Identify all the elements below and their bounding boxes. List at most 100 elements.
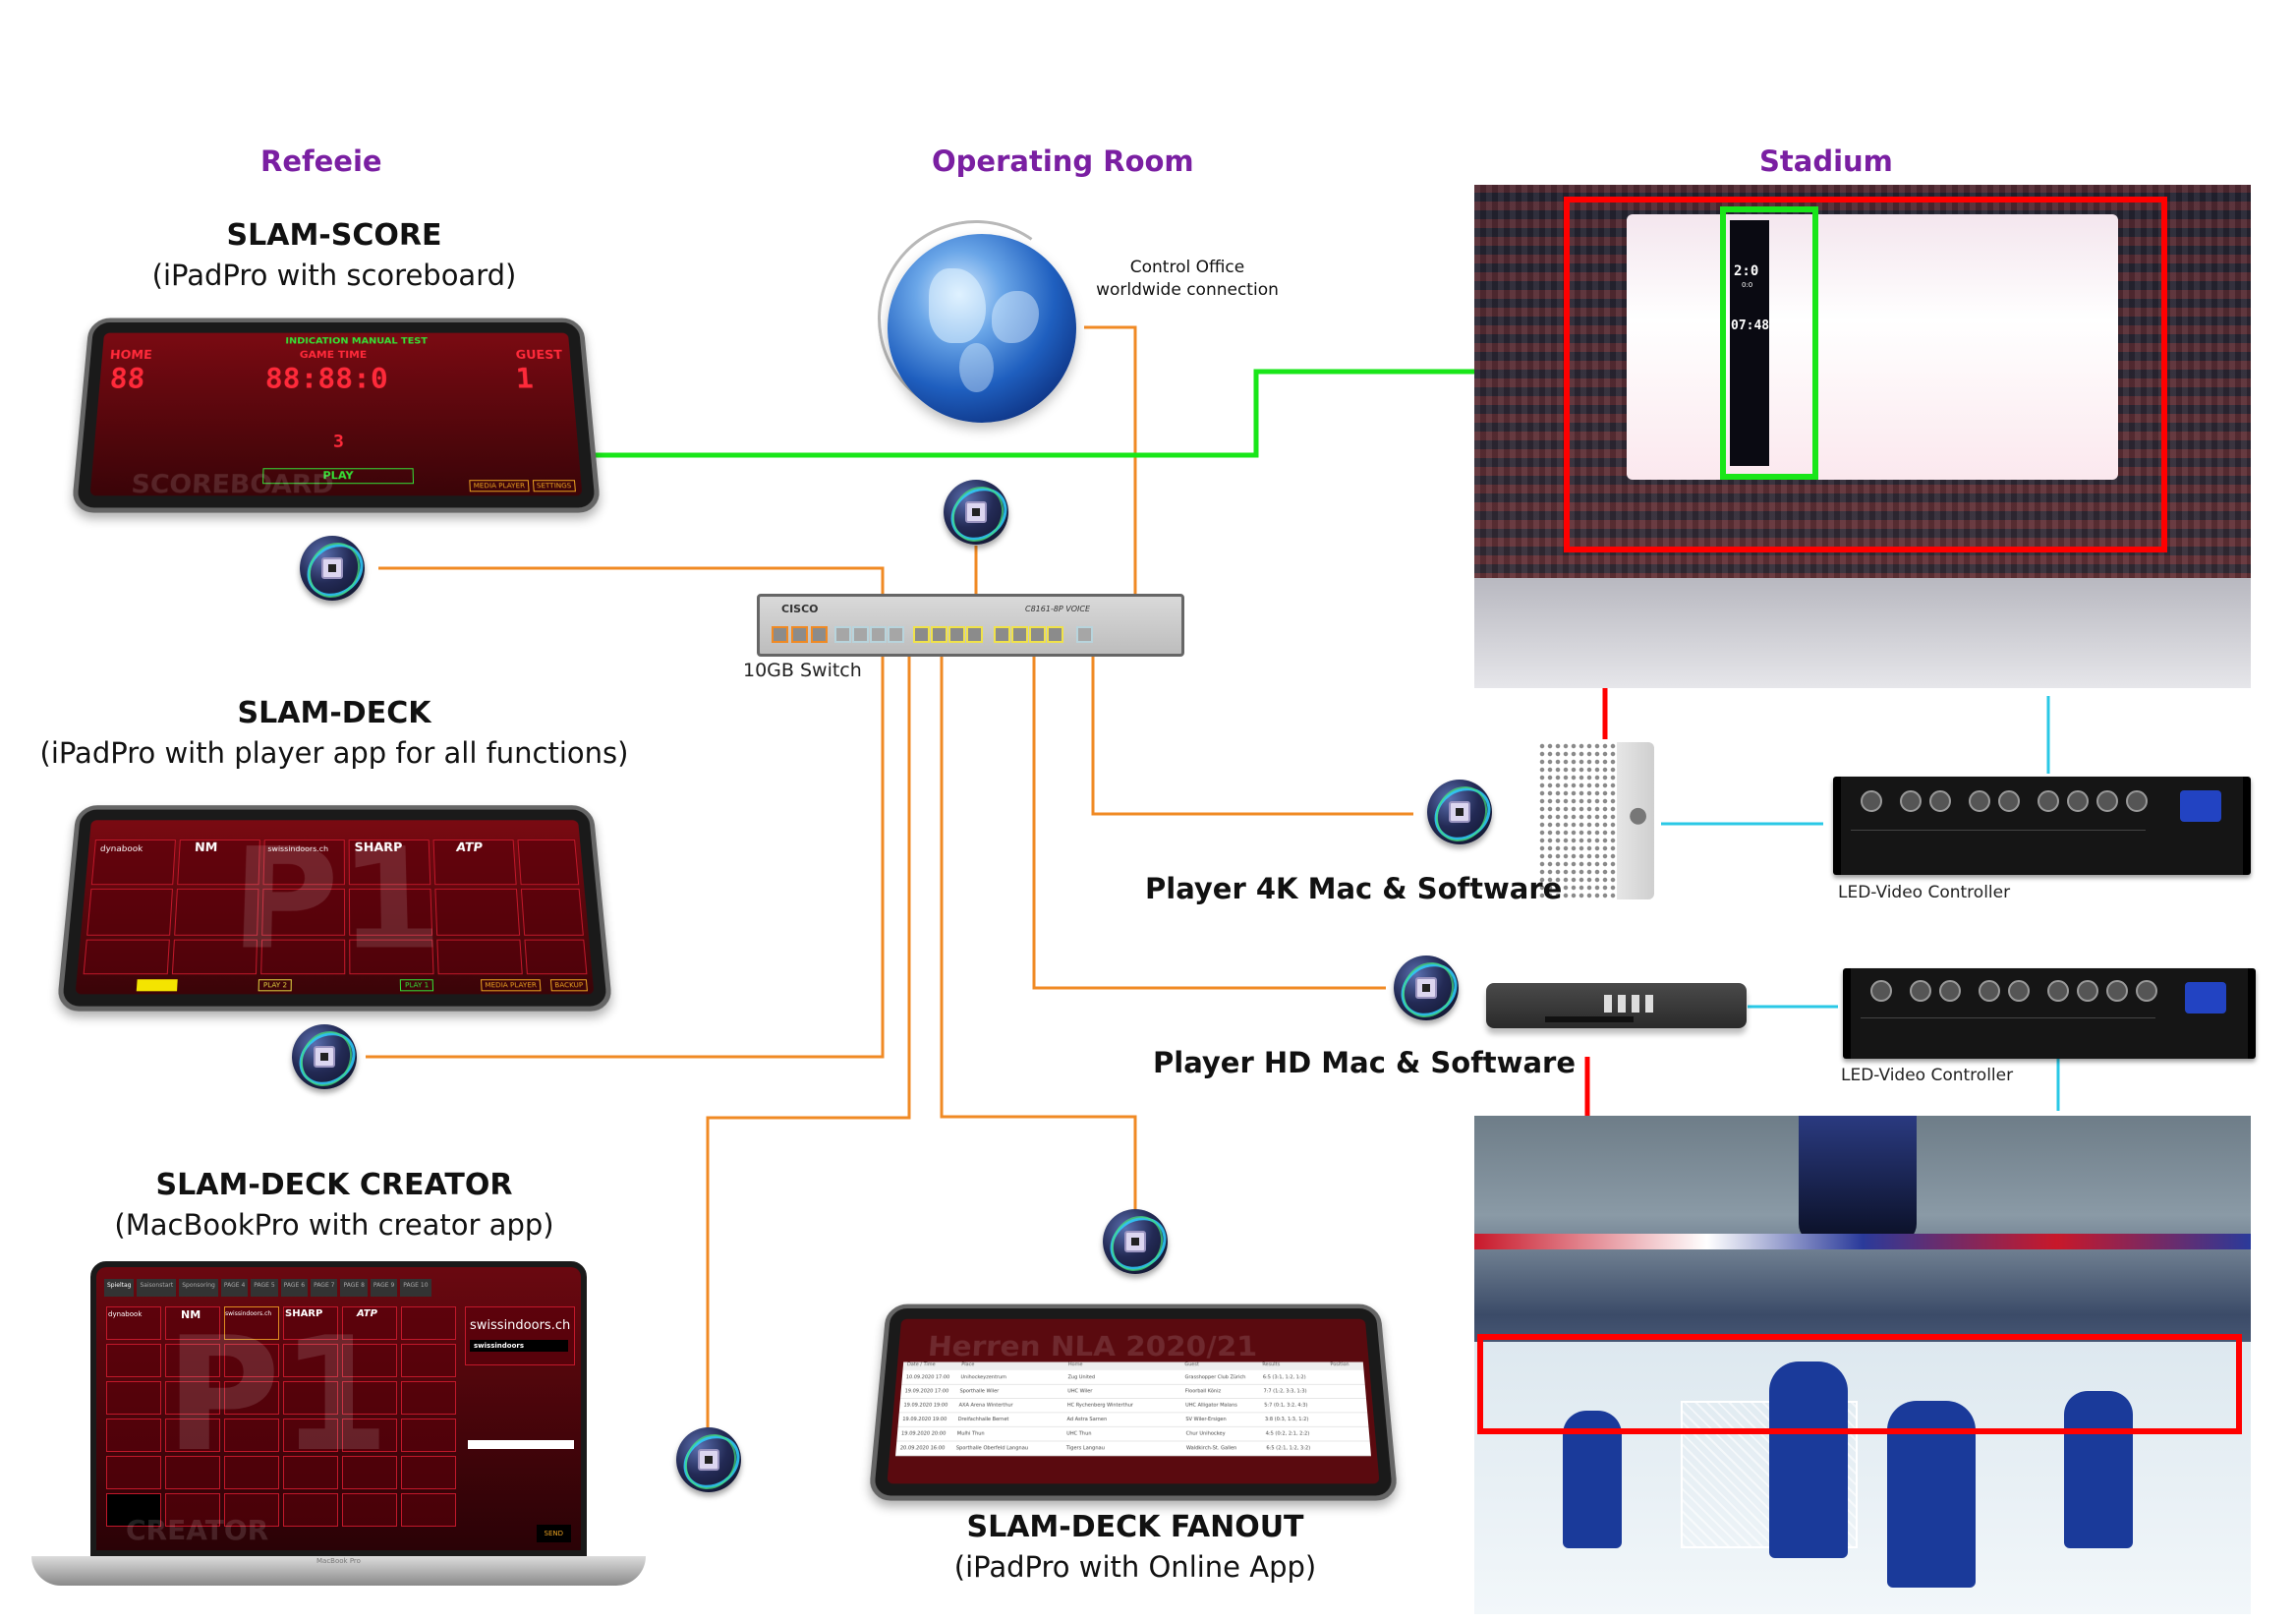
switch-brand: CISCO: [781, 603, 819, 615]
deck-footer-button[interactable]: BACKUP: [549, 979, 588, 992]
media-player-button[interactable]: MEDIA PLAYER: [469, 480, 530, 492]
cable-creator-to-switch: [706, 657, 911, 1460]
creator-preview-title: swissindoors.ch: [470, 1318, 571, 1333]
network-switch: CISCO C8161-8P VOICE: [757, 594, 1184, 657]
mac-pro-computer: [1538, 742, 1617, 899]
deck-tile[interactable]: dynabook: [99, 844, 144, 854]
slam-score-ipad[interactable]: INDICATION MANUAL TEST HOME GAME TIME GU…: [71, 318, 602, 513]
creator-watermark-p1: P1: [165, 1303, 390, 1486]
table-cell: Chur Unihockey: [1185, 1430, 1226, 1437]
deck-watermark: P1: [227, 820, 445, 983]
creator-tile[interactable]: ATP: [357, 1308, 377, 1319]
game-time-label: GAME TIME: [299, 348, 368, 361]
table-cell: 5:7 (0:1, 3:2, 4:3): [1264, 1402, 1308, 1409]
macbook-screen[interactable]: Spieltag Saisonstart Sponsoring PAGE 4 P…: [90, 1261, 587, 1556]
scoreboard-watermark: SCOREBOARD: [130, 470, 334, 496]
table-cell: Dreifachhalle Bernet: [957, 1417, 1009, 1422]
switch-label: 10GB Switch: [743, 660, 862, 681]
fanout-caption: SLAM-DECK FANOUT (iPadPro with Online Ap…: [909, 1510, 1361, 1584]
send-button[interactable]: SEND: [536, 1525, 571, 1542]
creator-tabs: Spieltag Saisonstart Sponsoring PAGE 4 P…: [104, 1279, 573, 1297]
creator-preview-sub: swissindoors: [470, 1340, 568, 1352]
videowall-screen: [1627, 214, 2118, 480]
creator-tile[interactable]: dynabook: [108, 1310, 143, 1318]
creator-tab[interactable]: PAGE 4: [220, 1279, 249, 1297]
creator-tab[interactable]: PAGE 10: [400, 1279, 431, 1297]
creator-tab[interactable]: PAGE 8: [340, 1279, 368, 1297]
guest-label: GUEST: [515, 348, 563, 363]
game-time: 88:88:0: [264, 363, 389, 395]
creator-tile[interactable]: swissindoors.ch: [225, 1310, 272, 1317]
table-cell: Floorball Köniz: [1184, 1388, 1222, 1395]
table-cell: 20.09.2020 16:00: [899, 1445, 946, 1452]
creator-tile[interactable]: SHARP: [285, 1308, 323, 1319]
table-cell: Tigers Langnau: [1065, 1445, 1105, 1452]
home-score: 88: [108, 363, 146, 395]
slam-deck-ipad[interactable]: dynabook NM swissindoors.ch SHARP ATP P1…: [56, 805, 613, 1012]
creator-field[interactable]: [468, 1440, 574, 1449]
settings-button[interactable]: SETTINGS: [532, 480, 576, 492]
table-cell: 6:5 (3:1, 1:2, 1:2): [1262, 1374, 1306, 1381]
globe-icon: [888, 234, 1076, 423]
control-office-line1: Control Office: [1129, 258, 1245, 277]
table-cell: 19.09.2020 20:00: [900, 1430, 947, 1437]
section-label-stadium: Stadium: [1759, 145, 1893, 178]
column-header: Position: [1330, 1361, 1349, 1368]
slam-deck-caption: SLAM-DECK (iPadPro with player app for a…: [20, 696, 649, 770]
creator-tab[interactable]: Spieltag: [104, 1279, 135, 1297]
control-office-line2: worldwide connection: [1096, 280, 1279, 300]
creator-watermark: CREATOR: [126, 1514, 269, 1546]
column-header: Home: [1067, 1361, 1083, 1368]
cable-score-to-switch: [378, 566, 885, 594]
fanout-title: SLAM-DECK FANOUT: [966, 1510, 1304, 1544]
network-jack-icon: [676, 1427, 741, 1492]
column-header: Date / Time: [906, 1361, 936, 1368]
ribbon-board-highlight: [1477, 1334, 2242, 1434]
deck-footer-button[interactable]: PLAY 1: [399, 979, 434, 992]
column-header: Results: [1262, 1361, 1281, 1368]
creator-tab[interactable]: PAGE 6: [280, 1279, 309, 1297]
slam-score-caption: SLAM-SCORE (iPadPro with scoreboard): [88, 218, 580, 292]
creator-tile[interactable]: NM: [181, 1308, 201, 1321]
column-header: Place: [961, 1361, 975, 1368]
hdmi-cables: [1661, 696, 2060, 1111]
table-cell: SV Wiler-Ersigen: [1185, 1417, 1227, 1422]
deck-screen: dynabook NM swissindoors.ch SHARP ATP P1…: [75, 820, 595, 995]
creator-caption: SLAM-DECK CREATOR (MacBookPro with creat…: [29, 1168, 639, 1242]
led-controller-label: LED-Video Controller: [1838, 883, 2011, 902]
deck-tile[interactable]: ATP: [456, 840, 484, 855]
cable-office-to-switch: [1084, 325, 1137, 594]
table-cell: AXA Arena Winterthur: [958, 1402, 1013, 1409]
deck-active-slot[interactable]: [136, 979, 178, 992]
table-cell: Grasshopper Club Zürich: [1184, 1374, 1246, 1381]
ethernet-cables: [366, 325, 1413, 1460]
deck-footer-button[interactable]: MEDIA PLAYER: [480, 979, 542, 992]
deck-footer-button[interactable]: PLAY 2: [258, 979, 293, 992]
table-cell: 19.09.2020 19:00: [903, 1402, 948, 1409]
deck-tile[interactable]: NM: [194, 840, 218, 855]
cable-hd-to-switch: [1032, 657, 1386, 990]
slam-score-subtitle: (iPadPro with scoreboard): [151, 259, 517, 292]
creator-tab[interactable]: PAGE 9: [370, 1279, 398, 1297]
led-controller-label: LED-Video Controller: [1841, 1066, 2014, 1085]
creator-tab[interactable]: Sponsoring: [179, 1279, 218, 1297]
creator-tab[interactable]: PAGE 5: [251, 1279, 278, 1297]
slam-deck-subtitle: (iPadPro with player app for all functio…: [39, 736, 629, 770]
network-jack-icon: [1394, 956, 1459, 1020]
cable-fanout-to-switch: [940, 657, 1137, 1219]
scoreboard-screen: INDICATION MANUAL TEST HOME GAME TIME GU…: [89, 332, 583, 496]
fanout-screen: Herren NLA 2020/21 Date / Time Place Hom…: [887, 1318, 1380, 1484]
control-office-label: Control Office worldwide connection: [1089, 258, 1286, 300]
creator-tab[interactable]: PAGE 7: [311, 1279, 338, 1297]
table-cell: 19.09.2020 19:00: [901, 1417, 947, 1422]
creator-tab[interactable]: Saisonstart: [137, 1279, 177, 1297]
slam-deck-fanout-ipad[interactable]: Herren NLA 2020/21 Date / Time Place Hom…: [868, 1303, 1399, 1501]
videowall-highlight: [1564, 197, 2167, 552]
